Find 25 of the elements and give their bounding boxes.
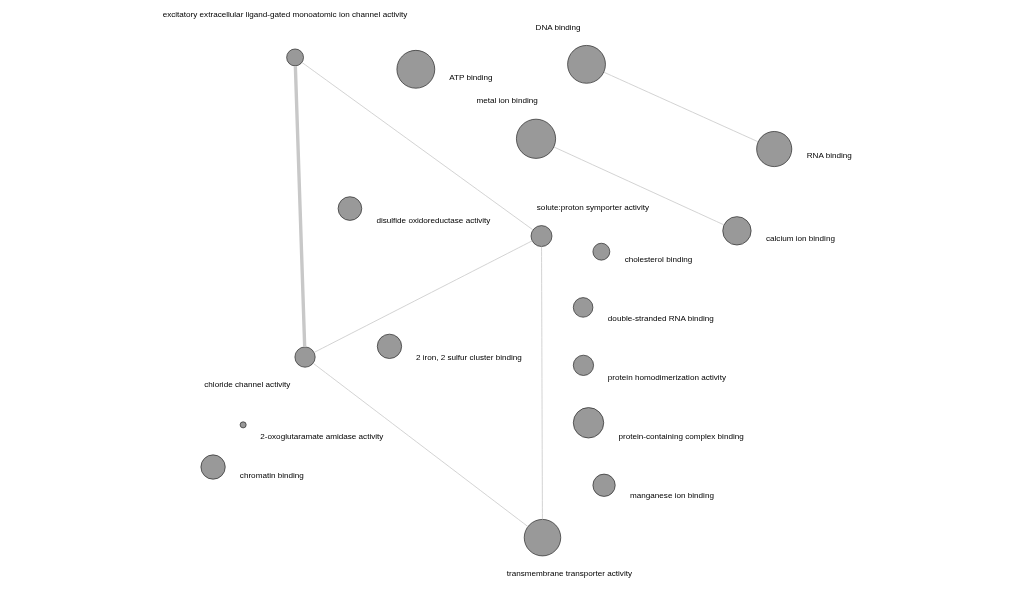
node-circle	[337, 196, 363, 221]
node-circle	[286, 48, 304, 67]
node-circle	[239, 421, 247, 429]
node-circle	[516, 118, 556, 159]
node-circle	[756, 131, 793, 167]
node-circle	[572, 297, 594, 318]
node-circle	[376, 333, 402, 359]
node-circle	[396, 50, 436, 89]
connector	[313, 240, 533, 353]
connector	[312, 362, 529, 527]
node-circle	[572, 407, 605, 439]
node-circle	[567, 45, 606, 84]
node-circle	[572, 354, 594, 376]
connector	[603, 71, 759, 143]
connector	[293, 65, 307, 347]
connector	[541, 246, 543, 520]
node-circle	[722, 216, 752, 246]
node-circle	[592, 473, 616, 497]
node-circle	[200, 454, 226, 480]
connector	[301, 62, 534, 231]
node-circle	[523, 519, 562, 557]
node-circle	[592, 242, 611, 261]
node-circle	[294, 346, 316, 368]
node-circle	[530, 225, 553, 247]
connector	[553, 146, 725, 226]
